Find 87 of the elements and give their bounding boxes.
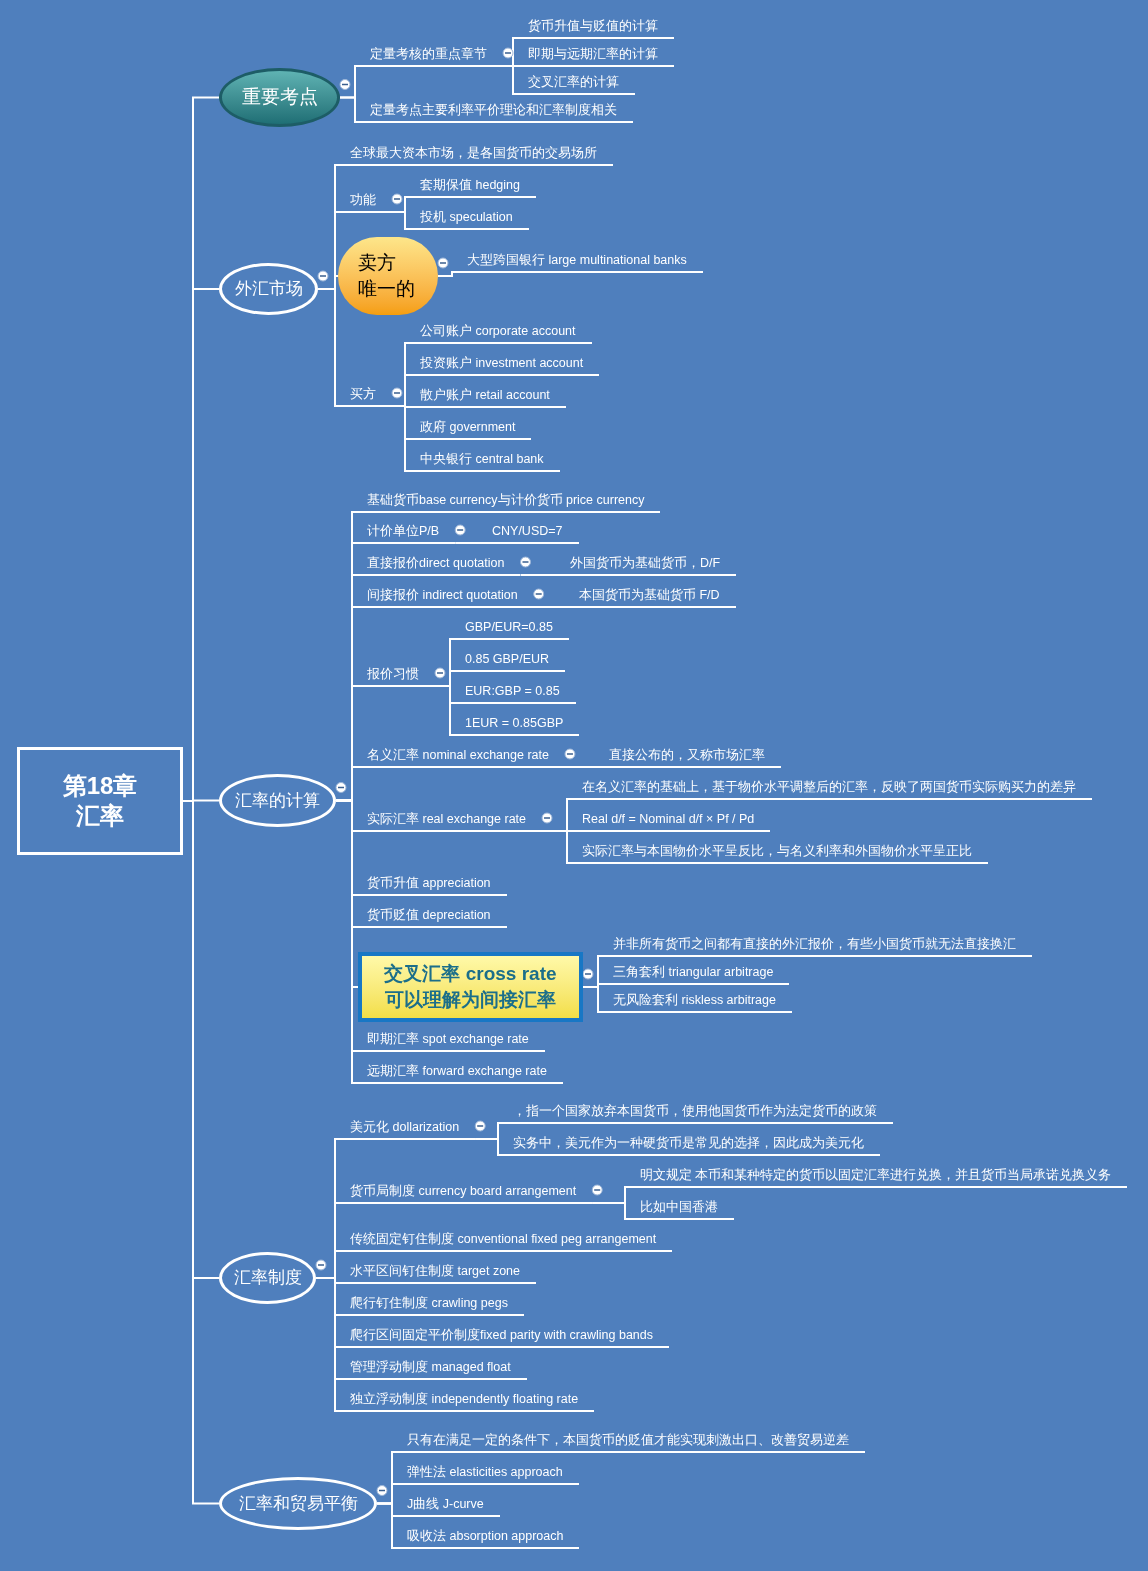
topic-label: 独立浮动制度 independently floating rate xyxy=(338,1390,595,1412)
topic-label: 美元化 dollarization xyxy=(338,1118,476,1140)
branch-line xyxy=(315,1277,339,1412)
topic-label: CNY/USD=7 xyxy=(480,522,579,544)
topic-label: 中央银行 central bank xyxy=(408,450,560,472)
topic-label: 直接报价direct quotation xyxy=(355,554,521,576)
branch-line xyxy=(437,271,456,277)
topic-ellipse: 外汇市场 xyxy=(219,263,318,315)
branch-line xyxy=(376,1502,396,1549)
topic-text: 可以理解为间接汇率 xyxy=(385,988,556,1012)
topic-ellipse: 汇率和贸易平衡 xyxy=(219,1477,377,1530)
topic-label: 即期与远期汇率的计算 xyxy=(516,45,674,67)
branch-line xyxy=(563,766,598,768)
topic-label: 传统固定钉住制度 conventional fixed peg arrangement xyxy=(338,1230,673,1252)
topic-label: J曲线 J-curve xyxy=(395,1495,500,1517)
branch-line xyxy=(474,1138,502,1156)
branch-line xyxy=(582,986,602,1013)
topic-label: 爬行钉住制度 crawling pegs xyxy=(338,1294,524,1316)
topic-label: 实际汇率 real exchange rate xyxy=(355,810,542,832)
branch-line xyxy=(454,542,481,544)
topic-text: 卖方 xyxy=(358,250,396,275)
topic-label: 买方 xyxy=(338,385,392,407)
topic-label: 管理浮动制度 managed float xyxy=(338,1358,527,1380)
branch-line xyxy=(434,685,454,736)
central-topic-box xyxy=(17,747,183,855)
branch-line xyxy=(541,830,571,864)
topic-label: 0.85 GBP/EUR xyxy=(453,650,566,672)
topic-label: 公司账户 corporate account xyxy=(408,322,592,344)
topic-label: 直接公布的，又称市场汇率 xyxy=(597,746,781,768)
topic-label: 定量考点主要利率平价理论和汇率制度相关 xyxy=(358,101,633,123)
topic-text: 唯一的 xyxy=(358,277,415,301)
branch-line xyxy=(391,405,409,472)
topic-label: 大型跨国银行 large multinational banks xyxy=(455,251,703,273)
topic-label: 吸收法 absorption approach xyxy=(395,1527,580,1549)
topic-label: 投机 speculation xyxy=(408,208,529,230)
topic-text: 第18章 xyxy=(62,771,138,801)
branch-line xyxy=(182,800,220,1505)
branch-line xyxy=(532,606,568,608)
topic-label: 1EUR = 0.85GBP xyxy=(453,714,580,736)
topic-label: 定量考核的重点章节 xyxy=(358,45,503,67)
branch-line xyxy=(502,65,517,95)
topic-label: 货币升值 appreciation xyxy=(355,874,507,896)
topic-label: 爬行区间固定平价制度fixed parity with crawling bands xyxy=(338,1326,669,1348)
topic-label: 只有在满足一定的条件下，本国货币的贬值才能实现刺激出口、改善贸易逆差 xyxy=(395,1431,865,1453)
topic-ellipse: 汇率的计算 xyxy=(219,774,336,827)
topic-label: Real d/f = Nominal d/f × Pf / Pd xyxy=(570,810,771,832)
topic-label: 散户账户 retail account xyxy=(408,386,566,408)
topic-label: 货币贬值 depreciation xyxy=(355,906,507,928)
topic-label: 水平区间钉住制度 target zone xyxy=(338,1262,536,1284)
topic-label: 在名义汇率的基础上，基于物价水平调整后的汇率，反映了两国货币实际购买力的差异 xyxy=(570,778,1092,800)
topic-label: EUR:GBP = 0.85 xyxy=(453,682,576,704)
topic-label: 无风险套利 riskless arbitrage xyxy=(601,991,792,1013)
topic-label: 报价习惯 xyxy=(355,665,435,687)
highlight-box xyxy=(358,952,583,1022)
topic-label: 三角套利 triangular arbitrage xyxy=(601,963,790,985)
topic-label: 远期汇率 forward exchange rate xyxy=(355,1062,563,1084)
topic-label: 明文规定 本币和某种特定的货币以固定汇率进行兑换，并且货币当局承诺兑换义务 xyxy=(628,1166,1128,1188)
topic-label: 本国货币为基础货币 F/D xyxy=(567,586,736,608)
topic-label: 名义汇率 nominal exchange rate xyxy=(355,746,565,768)
topic-label: 投资账户 investment account xyxy=(408,354,600,376)
topic-ellipse: 汇率制度 xyxy=(219,1252,316,1304)
topic-label: 比如中国香港 xyxy=(628,1198,734,1220)
topic-ellipse: 重要考点 xyxy=(219,68,340,127)
topic-label: 政府 government xyxy=(408,418,532,440)
topic-label: 全球最大资本市场，是各国货币的交易场所 xyxy=(338,144,613,166)
topic-label: 实际汇率与本国物价水平呈反比，与名义利率和外国物价水平呈正比 xyxy=(570,842,988,864)
topic-label: 货币局制度 currency board arrangement xyxy=(338,1182,593,1204)
topic-label: 功能 xyxy=(338,191,392,213)
topic-text: 汇率 xyxy=(76,801,124,831)
topic-label: 即期汇率 spot exchange rate xyxy=(355,1030,545,1052)
branch-line xyxy=(339,96,359,123)
topic-label: 套期保值 hedging xyxy=(408,176,536,198)
topic-label: 货币升值与贬值的计算 xyxy=(516,17,674,39)
topic-label: 弹性法 elasticities approach xyxy=(395,1463,579,1485)
branch-line xyxy=(391,211,409,230)
topic-text: 交叉汇率 cross rate xyxy=(384,961,557,986)
topic-label: GBP/EUR=0.85 xyxy=(453,618,569,640)
topic-label: 计价单位P/B xyxy=(355,522,456,544)
topic-label: 实务中，美元作为一种硬货币是常见的选择，因此成为美元化 xyxy=(501,1134,880,1156)
topic-label: ，指一个国家放弃本国货币，使用他国货币作为法定货币的政策 xyxy=(501,1102,893,1124)
topic-label: 并非所有货币之间都有直接的外汇报价，有些小国货币就无法直接换汇 xyxy=(601,935,1032,957)
branch-line xyxy=(519,574,559,576)
topic-label: 间接报价 indirect quotation xyxy=(355,586,534,608)
topic-label: 交叉汇率的计算 xyxy=(516,73,635,95)
branch-line xyxy=(591,1202,629,1220)
topic-label: 基础货币base currency与计价货币 price currency xyxy=(355,491,661,513)
topic-label: 外国货币为基础货币，D/F xyxy=(558,554,737,576)
